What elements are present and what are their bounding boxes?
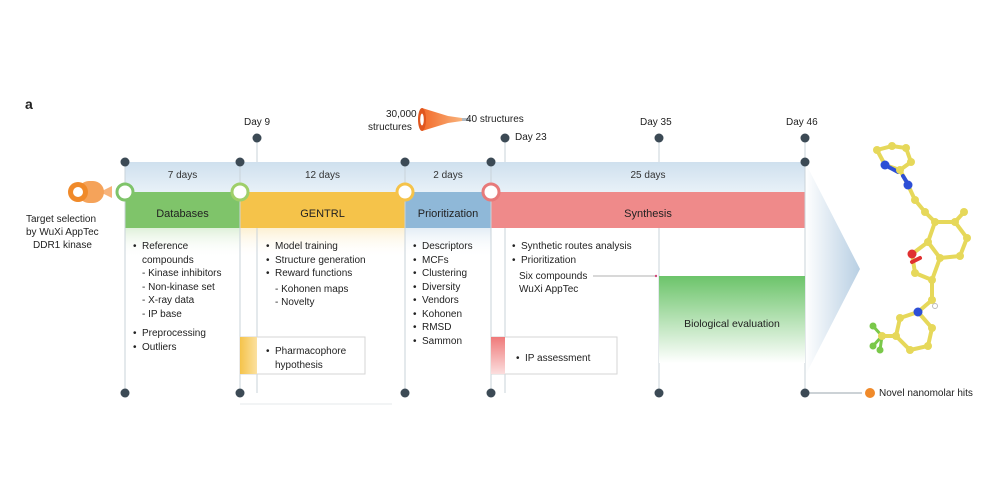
target-selection-line2: by WuXi AppTec — [26, 227, 99, 238]
list-item: Reward functions — [266, 267, 366, 281]
list-item: Vendors — [413, 294, 473, 308]
list-item: Kohonen — [413, 308, 473, 322]
day-label-46: Day 46 — [786, 117, 818, 128]
synthesis-list: Synthetic routes analysis Prioritization — [512, 240, 632, 267]
panel-label: a — [25, 96, 33, 112]
molecule-structure — [869, 142, 971, 354]
list-item: hypothesis — [275, 359, 323, 371]
biological-evaluation-label: Biological evaluation — [684, 318, 780, 330]
funnel-from-unit: structures — [368, 122, 412, 133]
list-item: Model training — [266, 240, 366, 254]
funnel-from-count: 30,000 — [386, 109, 417, 120]
duration-synthesis: 25 days — [630, 170, 666, 181]
list-item: Clustering — [413, 267, 473, 281]
target-selection-line1: Target selection — [26, 214, 97, 225]
databases-list: Reference compounds - Kinase inhibitors … — [133, 240, 221, 354]
list-item: Structure generation — [266, 254, 366, 268]
list-item: Diversity — [413, 281, 473, 295]
list-item: - Novelty — [275, 297, 315, 308]
list-item: Pharmacophore — [266, 345, 346, 359]
phase-prioritization: Prioritization — [417, 208, 479, 220]
funnel-to: 40 structures — [466, 114, 524, 125]
list-item: Outliers — [133, 341, 221, 355]
gentrl-list: Model training Structure generation Rewa… — [266, 240, 366, 310]
list-item: Preprocessing — [133, 327, 221, 341]
list-item: - Kohonen maps — [275, 283, 349, 295]
list-item: IP assessment — [516, 352, 590, 366]
list-item: Reference — [133, 240, 221, 254]
list-item: - X-ray data — [142, 295, 195, 306]
list-item: Prioritization — [512, 254, 632, 268]
six-compounds-label: Six compounds — [519, 271, 588, 282]
ip-assessment-box: IP assessment — [516, 352, 590, 366]
phase-databases: Databases — [156, 208, 209, 220]
day-label-23: Day 23 — [515, 132, 547, 143]
wuxi-apptec-label: WuXi AppTec — [519, 284, 579, 295]
duration-gentrl: 12 days — [304, 170, 341, 181]
prioritization-list: Descriptors MCFs Clustering Diversity Ve… — [413, 240, 473, 348]
list-item: - IP base — [142, 308, 182, 320]
list-item: Descriptors — [413, 240, 473, 254]
list-item: - Non-kinase set — [142, 281, 215, 293]
duration-prioritization: 2 days — [433, 170, 463, 181]
phase-synthesis: Synthesis — [624, 208, 672, 220]
list-item: Sammon — [413, 335, 473, 349]
day-label-35: Day 35 — [640, 117, 672, 128]
duration-databases: 7 days — [167, 170, 198, 181]
list-item: Synthetic routes analysis — [512, 240, 632, 254]
list-item: compounds — [142, 254, 194, 266]
phase-gentrl: GENTRL — [300, 208, 345, 220]
list-item: - Kinase inhibitors — [142, 268, 222, 279]
list-item: MCFs — [413, 254, 473, 268]
pharmacophore-box: Pharmacophore hypothesis — [266, 345, 346, 372]
list-item: RMSD — [413, 321, 473, 335]
novel-hits-label: Novel nanomolar hits — [879, 388, 973, 399]
target-selection-line3: DDR1 kinase — [33, 240, 92, 251]
day-label-9: Day 9 — [244, 117, 271, 128]
